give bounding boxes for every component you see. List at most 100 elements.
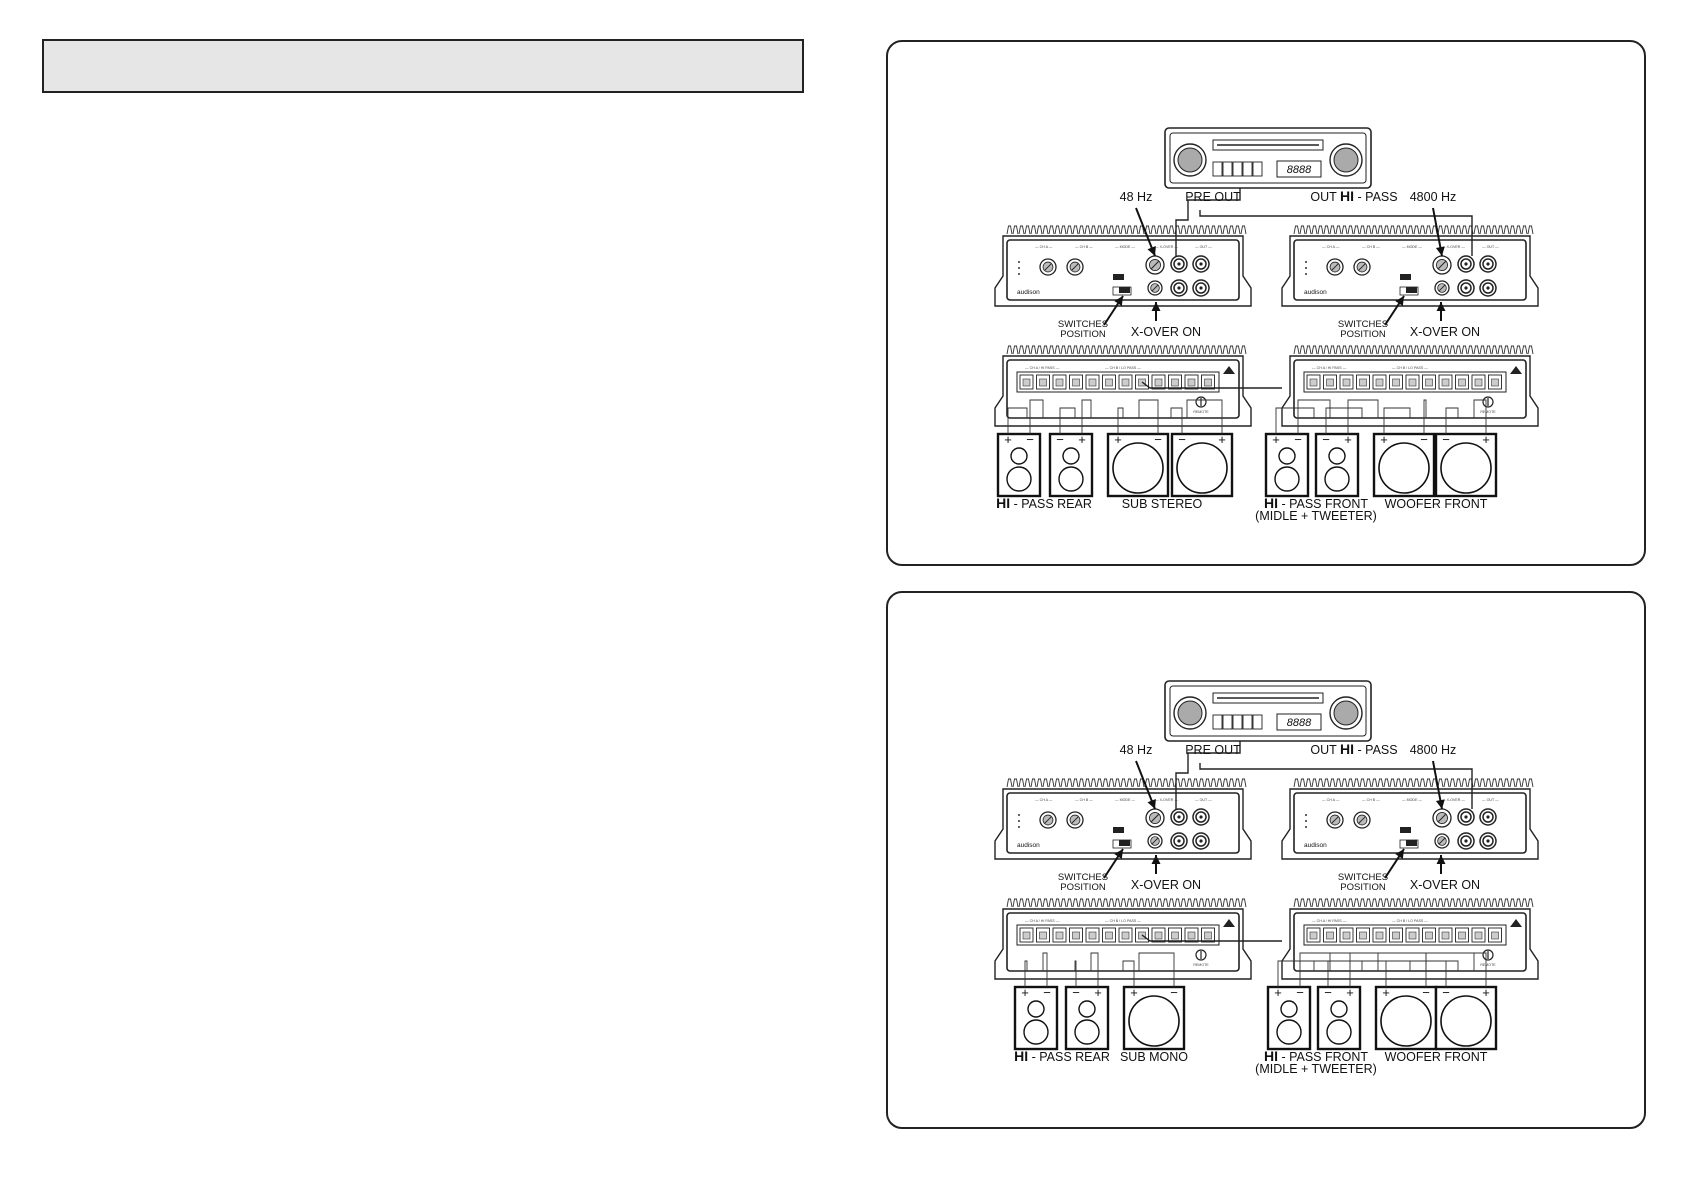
amp-terminal-panel-top-left-fins-fin [1204,345,1211,355]
label-switches-left-2-top: POSITION [1060,329,1106,340]
speaker-top-1-polarity-right: + [1078,432,1086,447]
amp-terminal-panel-bottom-left-screw [1039,931,1047,940]
amp-control-panel-top-left-rca-out-2-pin [1199,286,1203,290]
amp-terminal-panel-top-left-fins-fin [1180,345,1187,355]
amp-terminal-panel-bottom-right-fins-fin [1347,898,1354,908]
speaker-bottom-5: +− [1374,985,1438,1051]
label-switches-right-1-bottom: SWITCHES [1338,872,1388,883]
amp-terminal-panel-bottom-left-fins-fin [1240,898,1247,908]
amp-terminal-panel-bottom-right-fins-fin [1497,898,1504,908]
amp-control-panel-bottom-right-fins-fin [1485,778,1492,788]
speaker-top-5: −+ [1314,432,1360,498]
amp-control-panel-top-left-gain-knob-a-pointer [1044,263,1052,271]
amp-control-panel-top-right-rca-in-2-pin [1486,262,1490,266]
amp-control-panel-top-right-section-label: — CH A — [1322,245,1340,249]
amp-control-panel-bottom-left-fins-fin [1240,778,1247,788]
amp-control-panel-bottom-right-fins-fin [1347,778,1354,788]
amp-control-panel-top-left-rca-in-2 [1192,255,1210,273]
amp-control-panel-bottom-right-fins-fin [1401,778,1408,788]
speaker-wire-pos-top-1 [1059,407,1076,434]
amp-control-panel-top-right-fins-fin [1377,225,1384,235]
amp-terminal-panel-top-right-fins-fin [1299,345,1306,355]
amp-control-panel-bottom-left-rca-out-2 [1192,832,1210,850]
amp-terminal-panel-bottom-left-fins-fin [1192,898,1199,908]
head-unit-top-display [1276,160,1322,178]
speaker-bottom-3-midrange [1276,1019,1302,1045]
label-group-1-top: HI - PASS REAR [996,495,1092,511]
amp-control-panel-bottom-left-fins-fin [1192,778,1199,788]
amp-terminal-panel-top-left-screw [1022,378,1031,387]
amp-control-panel-bottom-left-gain-knob-a [1039,811,1057,829]
amp-terminal-panel-top-left-fins-fin [1216,345,1223,355]
amp-control-panel-bottom-right-dip-1 [1400,827,1411,833]
head-unit-bottom-knob-1 [1333,700,1359,726]
amp-terminal-panel-bottom-left-fins-fin [1090,898,1097,908]
amp-terminal-panel-top-right-fins-fin [1377,345,1384,355]
amp-control-panel-top-left: audison— CH A —— CH B —— MODE —— X-OVER … [994,225,1252,307]
speaker-wire-neg-top-4 [1297,399,1331,434]
amp-terminal-panel-bottom-left-fins-fin [1048,898,1055,908]
amp-terminal-panel-bottom-left-fins-fin [1084,898,1091,908]
amp-terminal-panel-top-left-fins-fin [1156,345,1163,355]
amp-terminal-panel-bottom-left-fins-fin [1018,898,1025,908]
speaker-wire-neg-top-7 [1473,399,1487,434]
amp-control-panel-top-right-section-label: — MODE — [1402,245,1422,249]
remote-link-wire-bottom [1141,934,1282,942]
amp-terminal-panel-top-right-label-a: — CH A / HI PASS — [1312,366,1347,370]
amp-terminal-panel-bottom-right-fins-fin [1509,898,1516,908]
amp-control-panel-top-left-rca-out-1-pin [1177,286,1181,290]
arrow-right-frequency-bottom [1432,760,1445,810]
speaker-bottom-5-polarity-left: + [1382,985,1390,1000]
amp-control-panel-bottom-right-fins-fin [1473,778,1480,788]
amp-terminal-panel-top-right-fins-fin [1437,345,1444,355]
amp-control-panel-top-right-fins-fin [1461,225,1468,235]
amp-control-panel-top-left-fins-fin [1108,225,1115,235]
speaker-bottom-4-midrange [1326,1019,1352,1045]
amp-terminal-panel-bottom-right-fins-fin [1317,898,1324,908]
label-group-3-line2-top: (MIDLE + TWEETER) [1255,509,1377,523]
wiring-diagram-stereo: 8888 audison— CH A —— CH B —— MODE —— X-O… [886,40,1646,566]
amp-terminal-panel-bottom-right-screw [1375,931,1384,940]
amp-control-panel-top-left-fins-fin [1186,225,1193,235]
amp-terminal-panel-top-right-fins-fin [1491,345,1498,355]
speaker-top-5-polarity-left: − [1322,432,1330,447]
amp-terminal-panel-top-left-fins-fin [1054,345,1061,355]
amp-terminal-panel-top-right-fins-fin [1347,345,1354,355]
amp-terminal-panel-top-left-fins-fin [1234,345,1241,355]
amp-terminal-panel-bottom-right-fins-fin [1383,898,1390,908]
amp-terminal-panel-top-right-fuse-icon [1510,366,1522,374]
amp-control-panel-top-right-fins-fin [1527,225,1534,235]
speaker-wire-neg-bottom-2 [1138,952,1175,987]
speaker-bottom-3-tweeter [1280,1000,1298,1018]
amp-terminal-panel-bottom-right-screw [1359,931,1367,940]
amp-terminal-panel-bottom-right-fins-fin [1407,898,1414,908]
speaker-wire-pos-top-5 [1325,407,1363,434]
amp-terminal-panel-top-right-screw [1441,378,1450,387]
amp-control-panel-bottom-left-rca-in-2-pin [1199,815,1203,819]
amp-control-panel-top-right-fins-fin [1353,225,1360,235]
amp-terminal-panel-bottom-right-fins-fin [1503,898,1510,908]
amp-control-panel-top-right-fins-fin [1335,225,1342,235]
speaker-top-0-midrange [1006,466,1032,492]
arrow-xover-left-top-head [1151,302,1161,311]
head-unit-top-display-text: 8888 [1287,164,1312,176]
amp-control-panel-bottom-right-led [1305,826,1307,828]
label-group-1-bottom-strong: HI [1014,1048,1028,1064]
amp-control-panel-bottom-left-fins-fin [1156,778,1163,788]
head-unit-bottom-bezel [1169,685,1367,737]
amp-control-panel-top-left-fins-fin [1240,225,1247,235]
amp-control-panel-top-right-fins-fin [1521,225,1528,235]
arrow-switches-right-bottom-head [1395,849,1404,859]
amp-control-panel-bottom-right-fins-fin [1299,778,1306,788]
amp-control-panel-bottom-left-fins-fin [1096,778,1103,788]
amp-terminal-panel-top-left-fins-fin [1072,345,1079,355]
amp-control-panel-bottom-right-xover-switch-pointer [1438,837,1446,845]
speaker-top-1-polarity-left: − [1056,432,1064,447]
amp-control-panel-top-right-gain-knob-a-pointer [1331,263,1339,271]
amp-terminal-panel-top-right-fins-fin [1527,345,1534,355]
amp-control-panel-bottom-left-rca-in-2 [1192,808,1210,826]
amp-control-panel-top-right-fins-fin [1293,225,1300,235]
amp-terminal-panel-bottom-left-screw [1154,931,1163,940]
head-unit-bottom-preset-button [1212,714,1223,730]
speaker-top-2-cone [1112,442,1164,494]
